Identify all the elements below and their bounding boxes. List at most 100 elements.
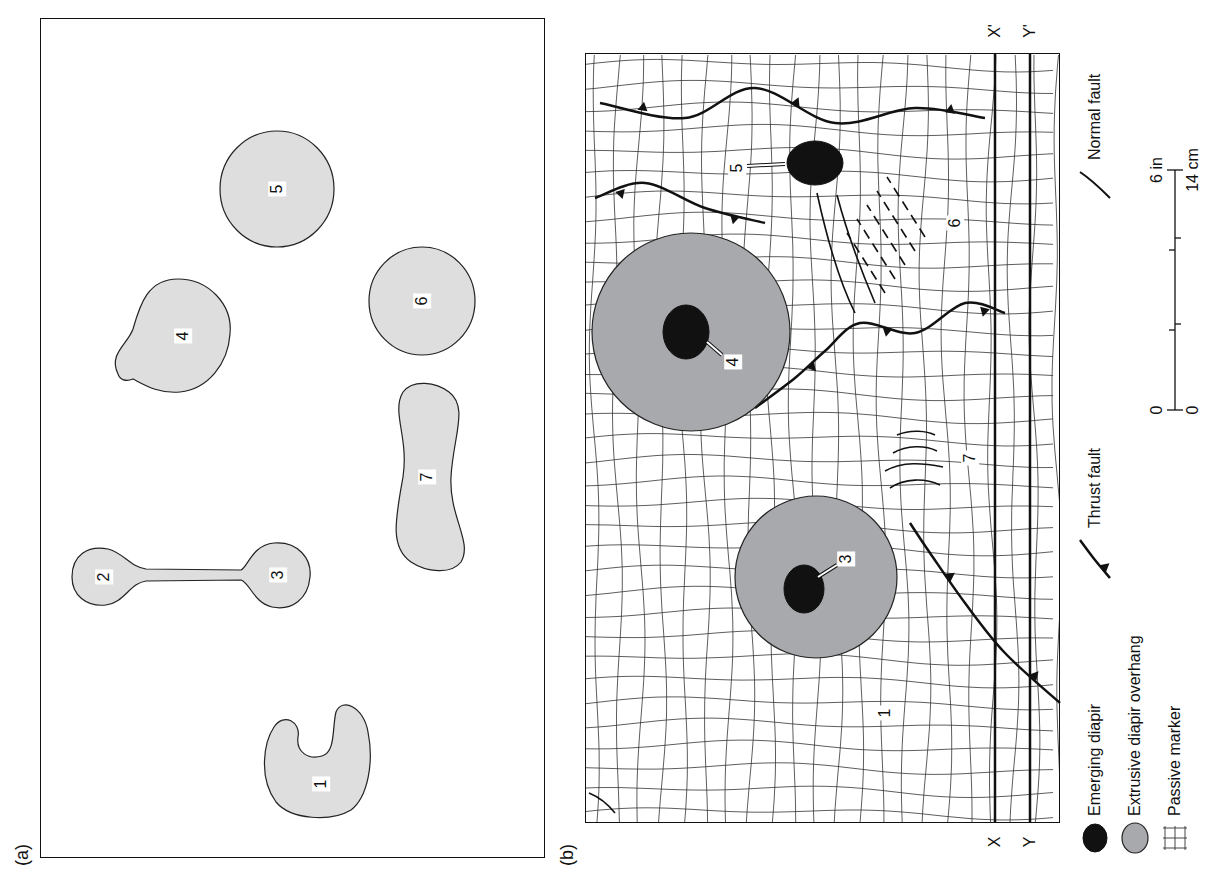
marker-line — [677, 55, 687, 823]
marker-line — [585, 102, 1053, 113]
callout-number: 5 — [728, 161, 746, 176]
diapir-overhang: 3 — [734, 495, 898, 659]
legend-label: Normal fault — [1086, 74, 1104, 160]
emerging-diapir — [784, 565, 824, 613]
shape-outline — [108, 274, 238, 404]
marker-line — [585, 763, 1053, 775]
marker-line — [655, 55, 667, 823]
section-line — [1029, 53, 1032, 823]
emerging-diapir — [663, 305, 709, 359]
normal-fault — [867, 205, 905, 265]
normal-fault — [890, 480, 940, 488]
marker-line — [589, 55, 599, 823]
callout-number: 6 — [413, 294, 431, 309]
section-line — [994, 53, 997, 823]
thrust-tooth — [615, 189, 625, 199]
scale-line — [1174, 170, 1175, 410]
diapir-overhang: 4 — [591, 232, 791, 432]
overhang-outline — [735, 496, 897, 658]
normal-fault — [897, 431, 935, 435]
thrust-tooth — [883, 327, 893, 337]
leader-line — [707, 342, 722, 355]
leader-line — [818, 565, 837, 577]
marker-line — [1052, 55, 1060, 823]
thrust-tooth — [638, 102, 648, 112]
panel-frame: (a)1234567 — [40, 18, 545, 858]
callout-number: 4 — [724, 355, 742, 370]
normal-fault-symbol — [1080, 172, 1110, 198]
diapir-shape: 5 — [217, 129, 337, 249]
leader-line — [747, 164, 785, 166]
section-lines — [995, 53, 1030, 823]
scale-tick — [1175, 169, 1183, 170]
marker-line — [765, 55, 775, 823]
thrust-tooth — [945, 104, 955, 114]
panel-label: (a) — [13, 844, 33, 866]
scale-tick — [1169, 249, 1175, 250]
shape-outline — [591, 232, 791, 432]
legend-swatch — [1122, 823, 1148, 853]
callout-number: 3 — [837, 552, 855, 567]
normal-fault — [857, 219, 895, 279]
marker-line — [613, 55, 623, 823]
diapir-outline — [115, 279, 230, 392]
thrust-tooth — [945, 573, 955, 582]
passive-marker-symbol — [1163, 826, 1187, 850]
section-label: X' — [986, 21, 1004, 41]
normal-fault — [877, 191, 915, 251]
emerging-diapir — [787, 141, 843, 185]
section-label: X — [986, 834, 1004, 851]
marker-line — [585, 124, 1053, 135]
thrust-fault — [1080, 540, 1110, 578]
normal-fault — [589, 793, 615, 813]
callout-number: 7 — [961, 451, 979, 466]
marker-line — [585, 59, 1053, 72]
marker-line — [853, 55, 863, 823]
callout-number: 1 — [876, 706, 894, 721]
marker-line — [585, 476, 1053, 488]
diapir-outline — [369, 247, 475, 355]
marker-line — [919, 55, 931, 823]
scale-tick — [1167, 409, 1175, 410]
thrust-tooth — [730, 214, 740, 224]
section-label: Y' — [1021, 21, 1039, 41]
section-label: Y — [1021, 834, 1039, 851]
legend-symbols — [1080, 172, 1187, 853]
diapir-outline — [396, 383, 464, 570]
thrust-tooth — [980, 307, 990, 317]
normal-fault — [893, 447, 937, 453]
marker-line — [585, 808, 1053, 820]
marker-line — [585, 434, 1053, 446]
callout-number: 2 — [95, 570, 113, 585]
marker-line — [898, 55, 909, 823]
diapir-shape: 23 — [66, 537, 316, 617]
thrust-tooth — [790, 97, 799, 107]
diapir-outline — [72, 543, 310, 608]
marker-line — [634, 55, 645, 823]
shape-outline — [734, 495, 898, 659]
normal-fault — [817, 193, 855, 313]
scale-bar — [1167, 170, 1183, 410]
marker-line — [585, 786, 1053, 797]
callout-number: 4 — [174, 329, 192, 344]
legend-swatch — [1083, 824, 1107, 852]
scale-label: 0 — [1184, 403, 1202, 418]
panel-label: (b) — [558, 844, 578, 866]
marker-line — [941, 55, 952, 823]
normal-fault — [885, 464, 943, 471]
marker-line — [585, 718, 1053, 731]
callout-number: 7 — [418, 470, 436, 485]
marker-line — [964, 55, 974, 823]
diapir-outline — [220, 131, 334, 247]
marker-line — [700, 55, 710, 823]
panel-frame: (b)34 — [585, 53, 1060, 823]
diapir-shape: 4 — [108, 274, 238, 404]
callout-number: 6 — [946, 216, 964, 231]
callout-number: 3 — [269, 568, 287, 583]
thrust-fault-symbol — [1080, 540, 1110, 578]
normal-fault — [847, 233, 885, 293]
diapir-outline — [264, 705, 370, 818]
normal-fault — [887, 177, 925, 237]
